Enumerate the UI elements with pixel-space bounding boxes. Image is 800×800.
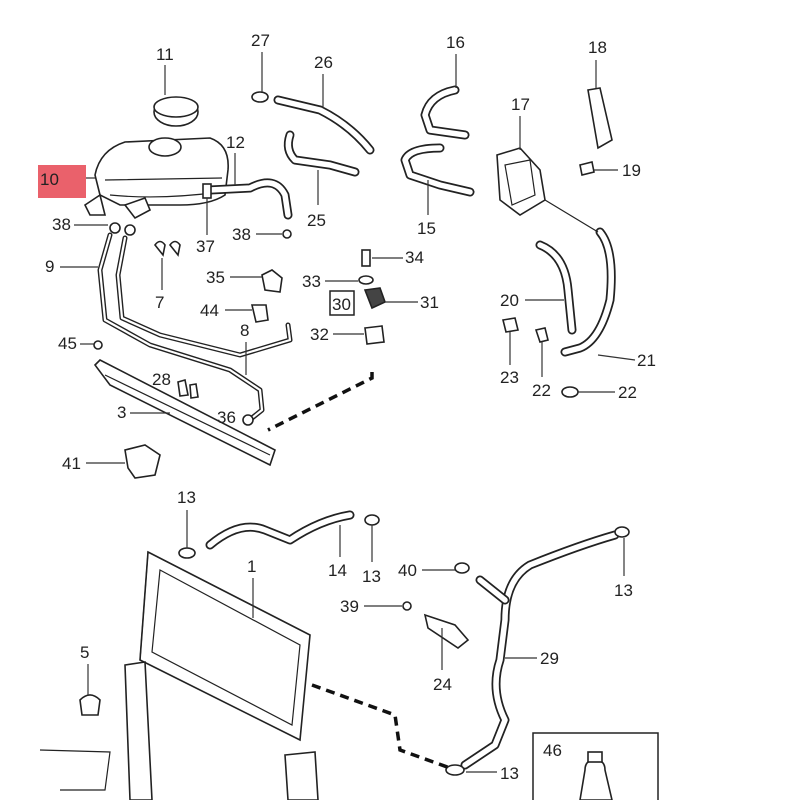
hoses-20-21 bbox=[535, 227, 616, 357]
label-8: 8 bbox=[240, 321, 249, 340]
label-22a: 22 bbox=[532, 381, 551, 400]
label-12: 12 bbox=[226, 133, 245, 152]
label-34: 34 bbox=[405, 248, 424, 267]
label-32: 32 bbox=[310, 325, 329, 344]
label-38a: 38 bbox=[52, 215, 71, 234]
label-44: 44 bbox=[200, 301, 219, 320]
hose-12 bbox=[205, 178, 293, 220]
label-38b: 38 bbox=[232, 225, 251, 244]
label-39: 39 bbox=[340, 597, 359, 616]
label-37: 37 bbox=[196, 237, 215, 256]
label-13a: 13 bbox=[177, 488, 196, 507]
label-27: 27 bbox=[251, 31, 270, 50]
label-13d: 13 bbox=[500, 764, 519, 783]
label-22b: 22 bbox=[618, 383, 637, 402]
label-13c: 13 bbox=[614, 581, 633, 600]
hose-25 bbox=[283, 130, 360, 177]
label-16: 16 bbox=[446, 33, 465, 52]
label-23: 23 bbox=[500, 368, 519, 387]
label-36: 36 bbox=[217, 408, 236, 427]
hose-14 bbox=[205, 510, 355, 550]
label-30: 30 bbox=[332, 295, 351, 314]
label-17: 17 bbox=[511, 95, 530, 114]
expansion-tank bbox=[83, 96, 229, 220]
label-19: 19 bbox=[622, 161, 641, 180]
hose-15-16 bbox=[400, 85, 475, 197]
label-18: 18 bbox=[588, 38, 607, 57]
label-28: 28 bbox=[152, 370, 171, 389]
label-11: 11 bbox=[156, 45, 174, 64]
label-10: 10 bbox=[40, 170, 59, 189]
pipe-9 bbox=[97, 232, 293, 421]
label-1: 1 bbox=[247, 557, 256, 576]
label-25: 25 bbox=[307, 211, 326, 230]
box-30 bbox=[329, 290, 355, 316]
label-45: 45 bbox=[58, 334, 77, 353]
label-7: 7 bbox=[155, 293, 164, 312]
label-33: 33 bbox=[302, 272, 321, 291]
label-41: 41 bbox=[62, 454, 81, 473]
label-5: 5 bbox=[80, 643, 89, 662]
label-35: 35 bbox=[206, 268, 225, 287]
label-24: 24 bbox=[433, 675, 452, 694]
hose-29 bbox=[460, 530, 620, 770]
label-26: 26 bbox=[314, 53, 333, 72]
label-21: 21 bbox=[637, 351, 656, 370]
radiator-1 bbox=[139, 550, 311, 742]
thermostat-housing-17 bbox=[496, 147, 546, 216]
label-31: 31 bbox=[420, 293, 439, 312]
highlight-box bbox=[38, 165, 86, 198]
label-29: 29 bbox=[540, 649, 559, 668]
label-3: 3 bbox=[117, 403, 126, 422]
hose-26 bbox=[273, 95, 375, 155]
label-9: 9 bbox=[45, 257, 54, 276]
label-13b: 13 bbox=[362, 567, 381, 586]
label-14: 14 bbox=[328, 561, 347, 580]
label-15: 15 bbox=[417, 219, 436, 238]
label-40: 40 bbox=[398, 561, 417, 580]
label-46: 46 bbox=[543, 741, 562, 760]
label-20: 20 bbox=[500, 291, 519, 310]
bracket-3 bbox=[93, 359, 276, 467]
